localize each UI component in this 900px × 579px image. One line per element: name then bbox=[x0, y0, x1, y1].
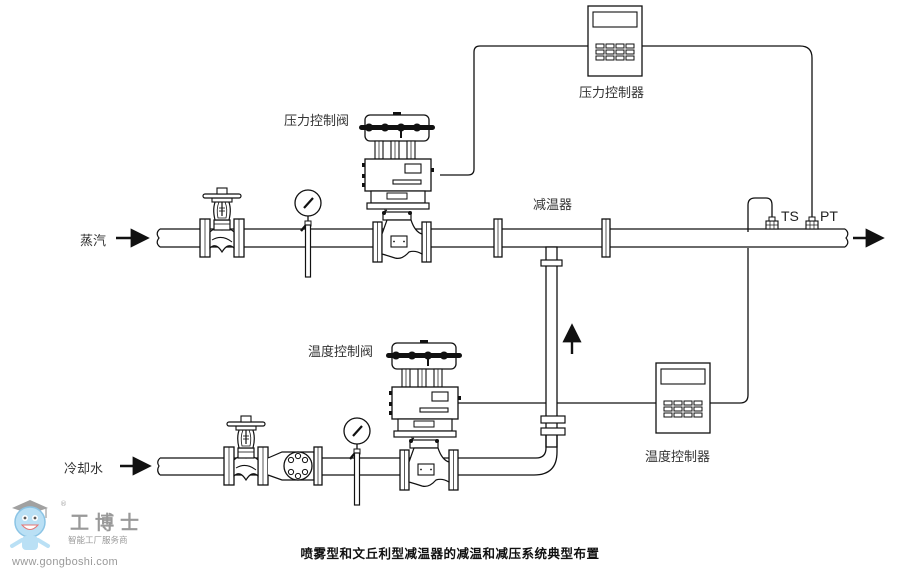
pt-label: PT bbox=[820, 208, 838, 224]
temperature-controller-label: 温度控制器 bbox=[645, 450, 711, 465]
water-manual-valve bbox=[223, 415, 269, 486]
watermark-mascot-icon bbox=[10, 500, 50, 550]
desuperheater-label: 减温器 bbox=[533, 198, 573, 213]
cooling-water-inlet-label: 冷却水 bbox=[64, 462, 104, 477]
steam-pressure-gauge bbox=[293, 188, 323, 279]
pressure-controller-device bbox=[587, 5, 643, 77]
signal-line-ts-loop bbox=[747, 197, 773, 232]
water-pressure-gauge bbox=[342, 416, 372, 507]
watermark-tagline: 智能工厂服务商 bbox=[68, 536, 128, 546]
watermark-logo: ® 工博士 智能工厂服务商 www.gongboshi.com bbox=[8, 500, 178, 575]
ts-label: TS bbox=[781, 208, 799, 224]
water-strainer bbox=[267, 446, 323, 486]
registered-mark: ® bbox=[60, 500, 67, 508]
figure-caption: 喷雾型和文丘利型减温器的减温和减压系统典型布置 bbox=[300, 546, 600, 561]
watermark-brand: 工博士 bbox=[70, 512, 146, 534]
watermark-url: www.gongboshi.com bbox=[12, 556, 118, 568]
temperature-sensor-ts bbox=[765, 216, 779, 230]
pressure-transmitter-pt bbox=[805, 216, 819, 230]
pressure-control-valve bbox=[358, 111, 436, 263]
temperature-controller-device bbox=[655, 362, 711, 434]
temperature-control-valve bbox=[385, 339, 463, 491]
signal-line-pressure-controller-to-valve bbox=[440, 45, 588, 176]
temperature-control-valve-label: 温度控制阀 bbox=[308, 345, 374, 360]
water-injection-riser bbox=[460, 246, 566, 476]
signal-line-pt-to-pressure-controller bbox=[642, 45, 813, 218]
pressure-controller-label: 压力控制器 bbox=[579, 86, 645, 101]
pressure-control-valve-label: 压力控制阀 bbox=[284, 114, 350, 129]
signal-line-ts-to-temperature-controller bbox=[710, 248, 749, 404]
steam-manual-valve bbox=[199, 187, 245, 258]
desuperheater-flange-right bbox=[601, 218, 611, 258]
steam-inlet-label: 蒸汽 bbox=[80, 234, 107, 249]
desuperheater-flange-left bbox=[493, 218, 503, 258]
